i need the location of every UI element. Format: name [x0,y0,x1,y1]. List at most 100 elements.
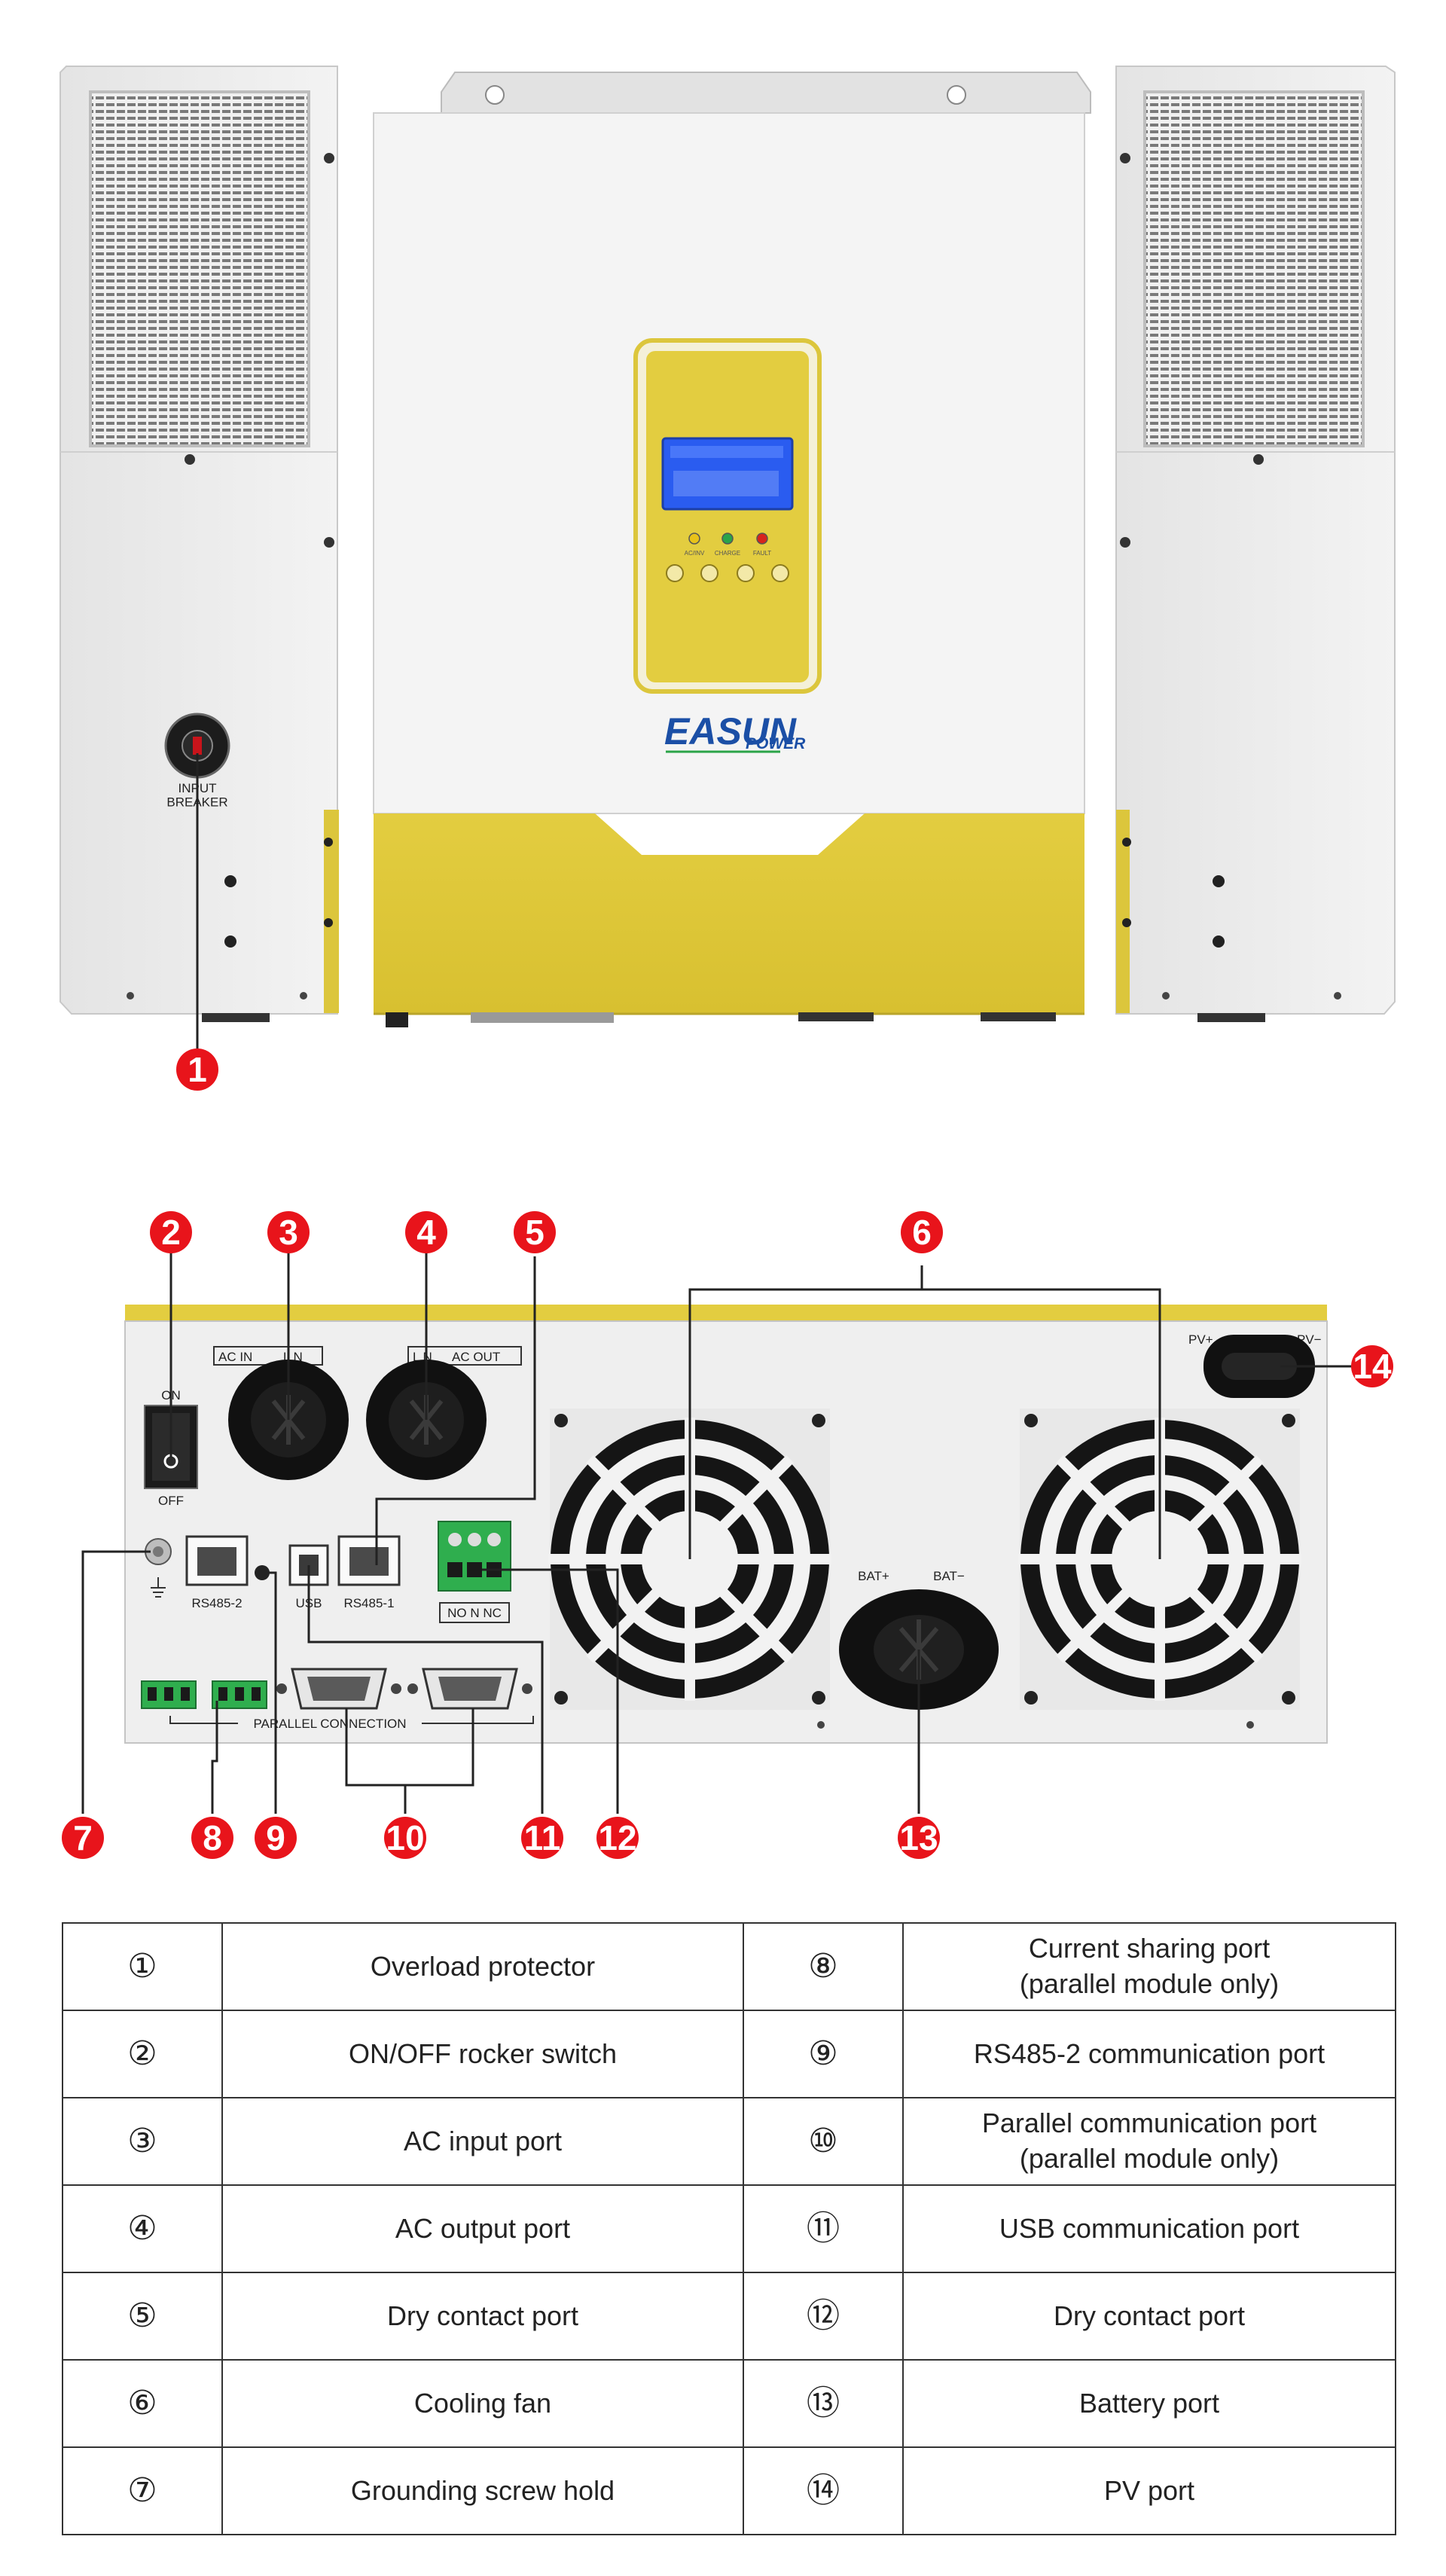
front-view: AC/INV CHARGE FAULT EASUN POWER [373,72,1091,1027]
callout-8: 8 [191,1817,233,1859]
control-panel: AC/INV CHARGE FAULT [633,338,822,694]
callout-5: 5 [514,1211,556,1253]
svg-text:11: 11 [524,1818,561,1857]
indicator-charge-label: CHARGE [715,550,740,557]
legend-description: Battery port [902,2359,1396,2448]
indicator-ac-inv-led [688,533,700,545]
svg-text:14: 14 [1353,1347,1392,1386]
callout-7: 7 [62,1817,104,1859]
parallel-port-1 [276,1668,401,1710]
callout-1: 1 [176,1048,218,1091]
callout-2: 2 [150,1211,192,1253]
brand-logo-sub: POWER [746,735,806,752]
legend-number: ④ [62,2184,223,2273]
legend-number: ③ [62,2097,223,2186]
callout-11: 11 [521,1817,563,1859]
legend-description: AC output port [221,2184,744,2273]
legend-row: ③ AC input port ⑩ Parallel communication… [62,2097,1396,2186]
indicator-charge-led [721,533,734,545]
legend-description: RS485-2 communication port [902,2010,1396,2098]
dry-contact-terminal [438,1521,511,1592]
legend-description: PV port [902,2446,1396,2535]
callout-6: 6 [901,1211,943,1253]
legend-number: ⑧ [743,1922,904,2011]
right-vent-grille [1143,90,1365,447]
panel-button-4 [771,564,789,582]
legend-description: Dry contact port [902,2272,1396,2361]
legend-number: ⑤ [62,2272,223,2361]
indicator-fault-led [756,533,768,545]
ac-in-label: AC IN [218,1350,252,1364]
legend-number: ⑬ [743,2359,904,2448]
legend-description: AC input port [221,2097,744,2186]
svg-text:12: 12 [598,1818,636,1857]
legend-description: ON/OFF rocker switch [221,2010,744,2098]
breaker-knob [164,713,230,779]
legend-description: Dry contact port [221,2272,744,2361]
legend-table: ① Overload protector ⑧ Current sharing p… [62,1922,1396,2535]
callouts: 1 2 3 4 5 6 7 8 9 10 11 12 13 14 [62,1048,1393,1859]
legend-description: Overload protector [221,1922,744,2011]
legend-number: ⑭ [743,2446,904,2535]
callout-14: 14 [1351,1345,1393,1387]
svg-text:13: 13 [899,1818,938,1857]
legend-description: Parallel communication port (parallel mo… [902,2097,1396,2186]
rs485-1-label: RS485-1 [343,1596,394,1610]
legend-number: ⑩ [743,2097,904,2186]
callout-13: 13 [898,1817,940,1859]
svg-text:3: 3 [279,1213,298,1252]
svg-text:5: 5 [525,1213,545,1252]
legend-number: ⑨ [743,2010,904,2098]
legend-number: ② [62,2010,223,2098]
left-vent-grille [89,90,310,447]
callout-4: 4 [405,1211,447,1253]
bat-plus-label: BAT+ [858,1569,889,1583]
callout-9: 9 [255,1817,297,1859]
legend-row: ⑦ Grounding screw hold ⑭ PV port [62,2446,1396,2535]
legend-description: Current sharing port (parallel module on… [902,1922,1396,2011]
legend-number: ⑫ [743,2272,904,2361]
legend-row: ① Overload protector ⑧ Current sharing p… [62,1922,1396,2011]
rear-view: ON OFF AC IN L N L N AC OUT RS485-2 [124,1305,1328,1744]
leader-lines [81,753,1353,1814]
right-side-view [1115,66,1396,1022]
ac-out-label: AC OUT [452,1350,500,1364]
panel-button-2 [700,564,718,582]
switch-off-label: OFF [158,1494,184,1508]
legend-row: ④ AC output port ⑪ USB communication por… [62,2184,1396,2273]
svg-text:10: 10 [386,1818,424,1857]
dry-contact-label: NO N NC [447,1606,502,1620]
legend-number: ⑥ [62,2359,223,2448]
parallel-port-2 [407,1668,532,1710]
svg-text:4: 4 [416,1213,436,1252]
indicator-fault-label: FAULT [753,550,771,557]
legend-number: ⑦ [62,2446,223,2535]
legend-row: ⑤ Dry contact port ⑫ Dry contact port [62,2272,1396,2361]
legend-number: ⑪ [743,2184,904,2273]
legend-description: USB communication port [902,2184,1396,2273]
svg-text:9: 9 [266,1818,285,1857]
parallel-connection-label: PARALLEL CONNECTION [253,1717,406,1731]
callout-12: 12 [596,1817,639,1859]
panel-button-3 [737,564,755,582]
legend-number: ① [62,1922,223,2011]
panel-button-1 [666,564,684,582]
callout-3: 3 [267,1211,310,1253]
legend-description: Grounding screw hold [221,2446,744,2535]
legend-row: ⑥ Cooling fan ⑬ Battery port [62,2359,1396,2448]
legend-row: ② ON/OFF rocker switch ⑨ RS485-2 communi… [62,2010,1396,2098]
legend-description: Cooling fan [221,2359,744,2448]
svg-text:1: 1 [188,1050,207,1089]
brand-logo: EASUN [664,710,797,752]
rs485-2-label: RS485-2 [191,1596,242,1610]
bat-minus-label: BAT− [933,1569,965,1583]
callout-10: 10 [384,1817,426,1859]
pv-plus-label: PV+ [1188,1332,1213,1347]
svg-text:6: 6 [912,1213,932,1252]
svg-text:8: 8 [203,1818,222,1857]
svg-text:7: 7 [73,1818,93,1857]
svg-text:2: 2 [161,1213,181,1252]
indicator-ac-inv-label: AC/INV [685,550,705,557]
